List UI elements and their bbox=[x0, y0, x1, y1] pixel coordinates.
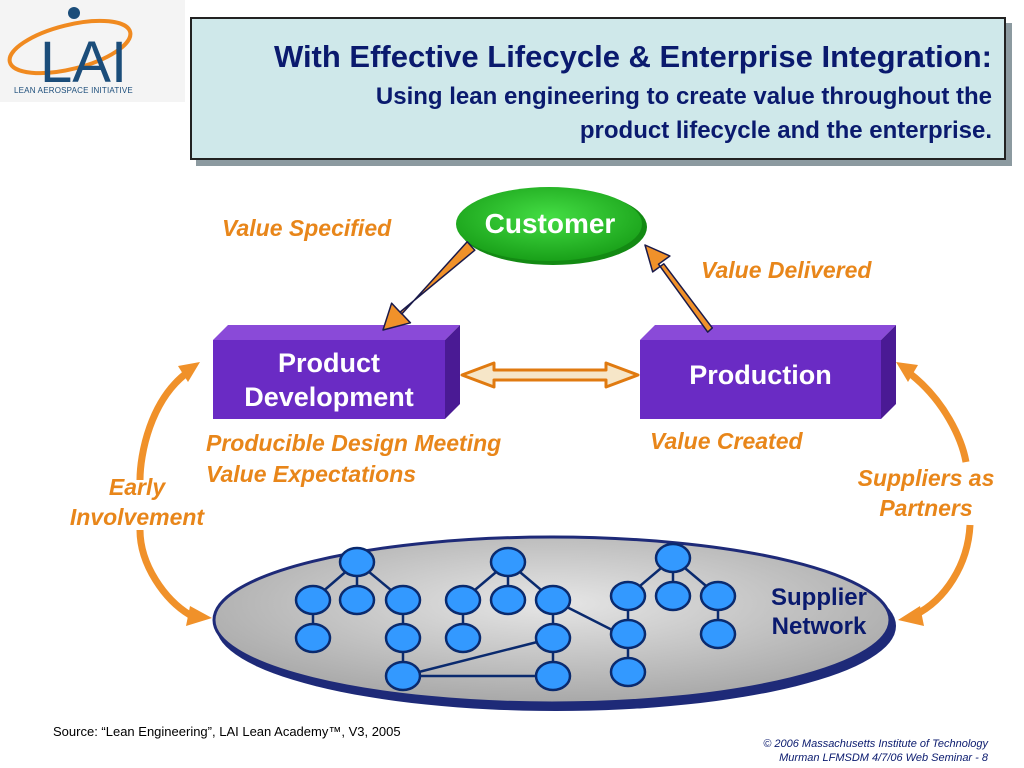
network-node bbox=[534, 660, 572, 692]
network-node bbox=[489, 546, 527, 578]
production-label: Production bbox=[689, 360, 832, 390]
value-delivered-arrow bbox=[644, 244, 714, 333]
network-node bbox=[489, 584, 527, 616]
network-node bbox=[609, 618, 647, 650]
seminar-text: Murman LFMSDM 4/7/06 Web Seminar - 8 bbox=[779, 752, 988, 764]
network-node bbox=[384, 622, 422, 654]
product-development-line2: Development bbox=[244, 382, 414, 412]
copyright-text: © 2006 Massachusetts Institute of Techno… bbox=[763, 738, 988, 750]
source-citation: Source: “Lean Engineering”, LAI Lean Aca… bbox=[53, 724, 401, 739]
logo-mark: LAI bbox=[40, 30, 127, 95]
network-node bbox=[699, 580, 737, 612]
network-node bbox=[609, 656, 647, 688]
customer-label: Customer bbox=[484, 208, 616, 239]
value-delivered-label: Value Delivered bbox=[701, 257, 872, 283]
producible-design-line2: Value Expectations bbox=[206, 461, 417, 487]
value-specified-arrow bbox=[382, 241, 476, 331]
early-involvement-line2: Involvement bbox=[69, 504, 205, 530]
network-node bbox=[699, 618, 737, 650]
suppliers-partners-label: Suppliers as Partners bbox=[832, 463, 1020, 523]
network-node bbox=[384, 584, 422, 616]
page-title: With Effective Lifecycle & Enterprise In… bbox=[273, 39, 992, 74]
supplier-network-line2: Network bbox=[771, 613, 867, 640]
footer-credits: © 2006 Massachusetts Institute of Techno… bbox=[763, 737, 988, 765]
supplier-network-label: Supplier Network bbox=[752, 583, 886, 641]
producible-design-line1: Producible Design Meeting bbox=[206, 430, 502, 456]
logo-subtitle: LEAN AEROSPACE INITIATIVE bbox=[14, 86, 133, 95]
suppliers-partners-line2: Partners bbox=[879, 495, 973, 521]
supplier-network-line1: Supplier bbox=[770, 584, 867, 611]
lai-logo: LAI bbox=[0, 0, 185, 102]
value-specified-label: Value Specified bbox=[222, 215, 392, 241]
network-node bbox=[609, 580, 647, 612]
product-development-box bbox=[213, 325, 460, 419]
product-development-label: Product Development bbox=[213, 346, 445, 414]
network-node bbox=[338, 546, 376, 578]
page-subtitle-line1: Using lean engineering to create value t… bbox=[375, 83, 992, 110]
suppliers-partners-arrow bbox=[896, 362, 974, 626]
early-involvement-label: Early Involvement bbox=[40, 472, 234, 532]
double-arrow bbox=[460, 361, 640, 389]
title-banner: With Effective Lifecycle & Enterprise In… bbox=[190, 17, 1006, 160]
early-involvement-line1: Early bbox=[108, 474, 166, 500]
customer-node bbox=[456, 187, 647, 265]
network-node bbox=[384, 660, 422, 692]
early-involvement-arrow bbox=[136, 362, 212, 626]
value-created-label: Value Created bbox=[650, 428, 803, 454]
network-node bbox=[294, 584, 332, 616]
network-node bbox=[534, 584, 572, 616]
network-node bbox=[654, 580, 692, 612]
network-node bbox=[294, 622, 332, 654]
network-nodes bbox=[294, 542, 737, 692]
product-development-line1: Product bbox=[277, 348, 380, 378]
network-node bbox=[338, 584, 376, 616]
page-subtitle-line2: product lifecycle and the enterprise. bbox=[579, 117, 992, 144]
network-node bbox=[444, 622, 482, 654]
network-node bbox=[534, 622, 572, 654]
network-node bbox=[654, 542, 692, 574]
producible-design-label: Producible Design Meeting Value Expectat… bbox=[206, 428, 501, 490]
suppliers-partners-line1: Suppliers as bbox=[857, 465, 995, 491]
production-box bbox=[640, 325, 896, 419]
network-node bbox=[444, 584, 482, 616]
